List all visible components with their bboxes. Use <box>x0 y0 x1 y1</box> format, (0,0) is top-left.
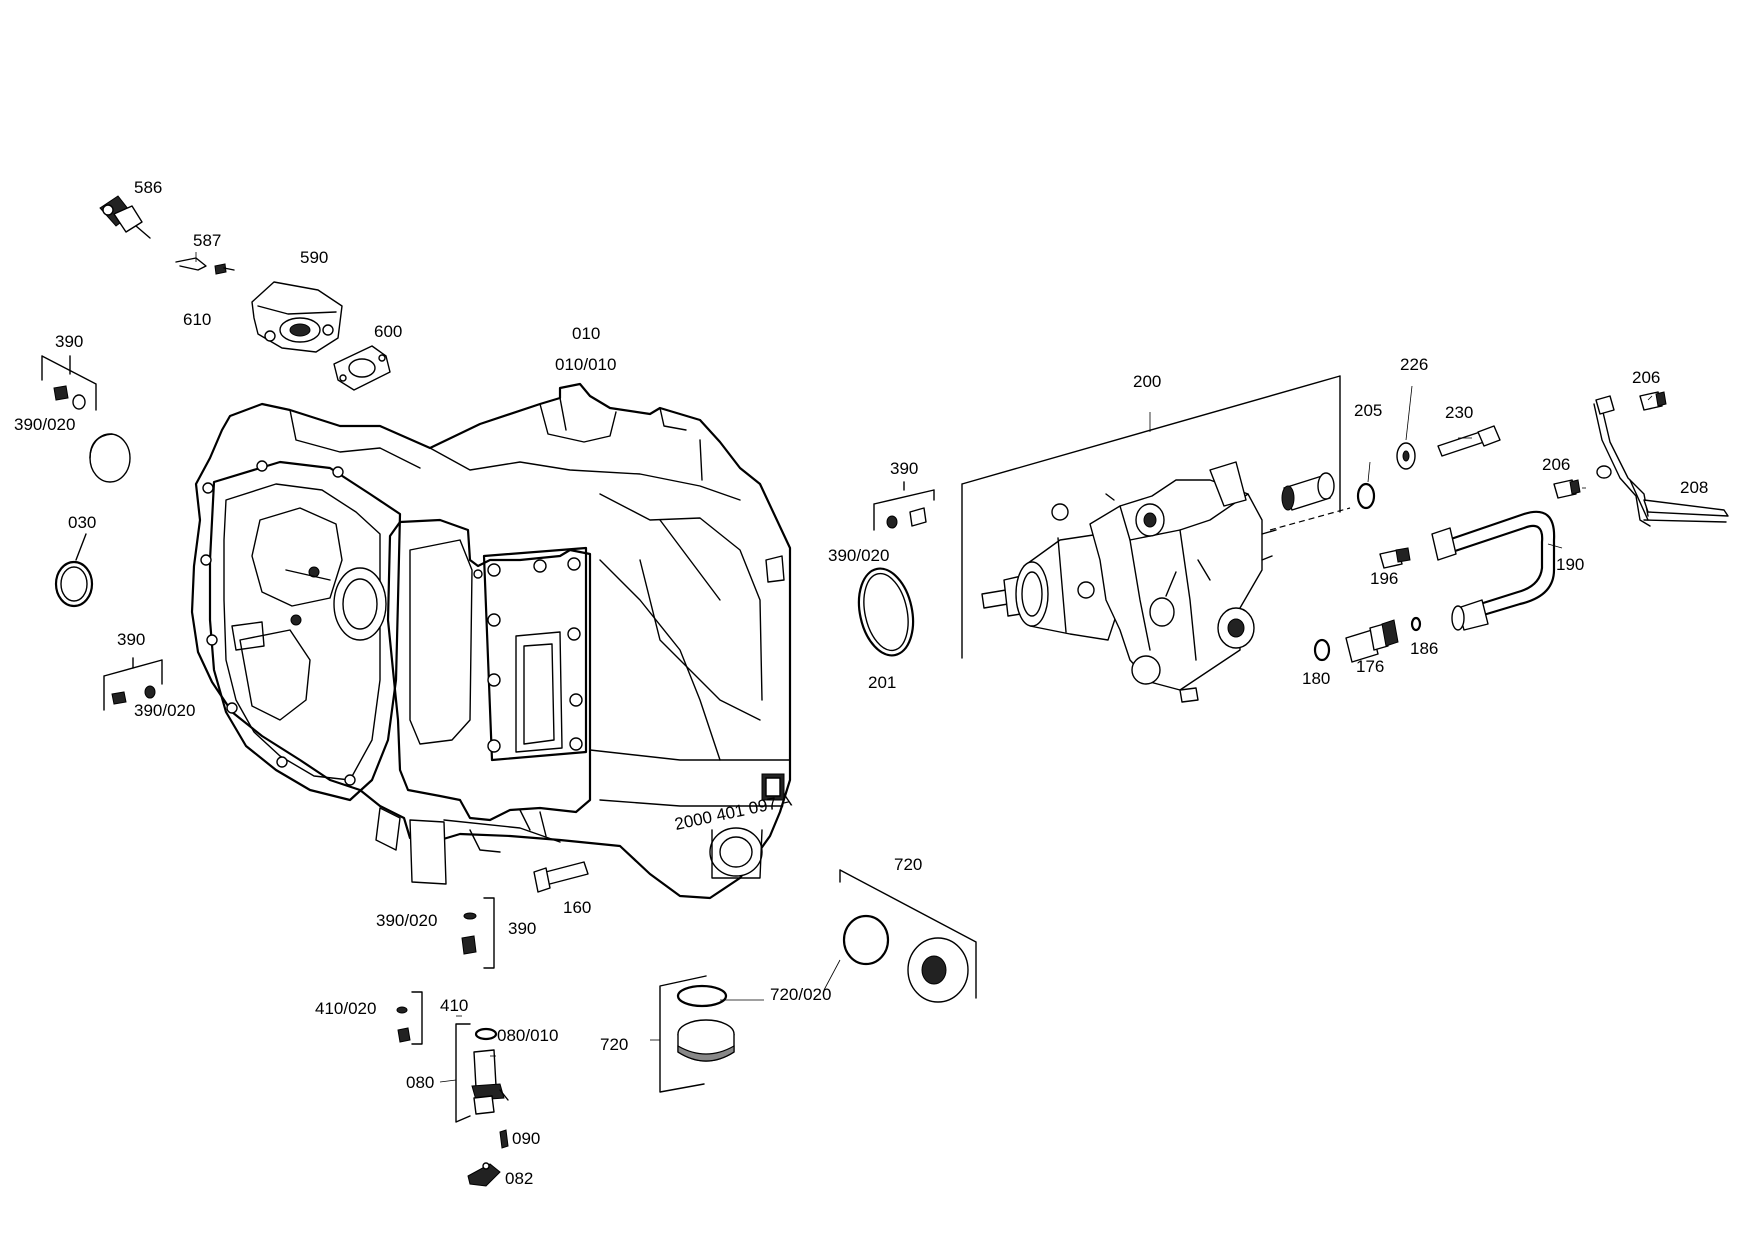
part-176-fitting <box>1345 619 1399 663</box>
label-208: 208 <box>1680 478 1708 497</box>
label-390-left-middle: 390 <box>117 630 145 649</box>
group-390-upper-left <box>41 355 97 411</box>
label-080: 080 <box>406 1073 434 1092</box>
label-200: 200 <box>1133 372 1161 391</box>
group-390-right <box>873 481 935 531</box>
part-200-cartridge <box>1281 472 1335 511</box>
part-230-bolt <box>1437 425 1501 457</box>
part-030-plug <box>54 433 131 608</box>
label-390-020-upper-left: 390/020 <box>14 415 75 434</box>
part-205-oring <box>1356 482 1376 510</box>
label-390-020-bottom: 390/020 <box>376 911 437 930</box>
callout-labels: 586 587 590 610 600 010 010/010 390 390/… <box>14 178 1708 1188</box>
label-587: 587 <box>193 231 221 250</box>
label-410-020: 410/020 <box>315 999 376 1018</box>
part-586-sensor <box>99 195 151 239</box>
label-010: 010 <box>572 324 600 343</box>
part-208-bracket <box>1593 395 1729 527</box>
label-226: 226 <box>1400 355 1428 374</box>
label-205: 205 <box>1354 401 1382 420</box>
part-010-housing: 2000 401 097 A <box>190 382 794 900</box>
part-610-screw <box>214 263 235 275</box>
label-010-010: 010/010 <box>555 355 616 374</box>
group-410 <box>396 991 423 1045</box>
part-226-washer <box>1396 442 1416 470</box>
label-090: 090 <box>512 1129 540 1148</box>
group-390-left-middle <box>103 657 163 711</box>
label-190: 190 <box>1556 555 1584 574</box>
label-590: 590 <box>300 248 328 267</box>
label-030: 030 <box>68 513 96 532</box>
label-201: 201 <box>868 673 896 692</box>
group-720-upper <box>839 869 977 1003</box>
part-206-lower-fitting <box>1553 479 1581 499</box>
leader-lines <box>195 252 1653 1083</box>
part-600-gasket <box>333 345 391 391</box>
label-600: 600 <box>374 322 402 341</box>
label-230: 230 <box>1445 403 1473 422</box>
assembly-axis-line <box>1269 507 1351 531</box>
label-080-010: 080/010 <box>497 1026 558 1045</box>
part-201-oring <box>857 567 915 657</box>
label-180: 180 <box>1302 669 1330 688</box>
part-206-upper-fitting <box>1639 391 1667 411</box>
part-200-pump <box>961 375 1341 703</box>
part-190-hose <box>1431 510 1556 631</box>
label-176: 176 <box>1356 657 1384 676</box>
label-720-lower: 720 <box>600 1035 628 1054</box>
label-390-020-right: 390/020 <box>828 546 889 565</box>
part-196-fitting <box>1379 547 1411 569</box>
label-390-020-left-middle: 390/020 <box>134 701 195 720</box>
label-390-upper-left: 390 <box>55 332 83 351</box>
label-720-020: 720/020 <box>770 985 831 1004</box>
label-390-bottom: 390 <box>508 919 536 938</box>
label-610: 610 <box>183 310 211 329</box>
label-160: 160 <box>563 898 591 917</box>
label-196: 196 <box>1370 569 1398 588</box>
group-080 <box>455 1023 509 1187</box>
label-410: 410 <box>440 996 468 1015</box>
housing-marking: 2000 401 097 A <box>673 790 794 833</box>
part-590-cover <box>251 281 343 353</box>
label-082: 082 <box>505 1169 533 1188</box>
group-390-bottom <box>461 897 495 969</box>
label-206-lower: 206 <box>1542 455 1570 474</box>
part-160-bolt <box>533 861 589 893</box>
label-206-upper: 206 <box>1632 368 1660 387</box>
group-720-lower <box>659 975 735 1093</box>
label-586: 586 <box>134 178 162 197</box>
label-720-upper: 720 <box>894 855 922 874</box>
label-390-right: 390 <box>890 459 918 478</box>
label-186: 186 <box>1410 639 1438 658</box>
part-186-oring <box>1410 616 1422 632</box>
part-180-oring <box>1313 638 1331 662</box>
part-587-clip <box>175 257 207 271</box>
